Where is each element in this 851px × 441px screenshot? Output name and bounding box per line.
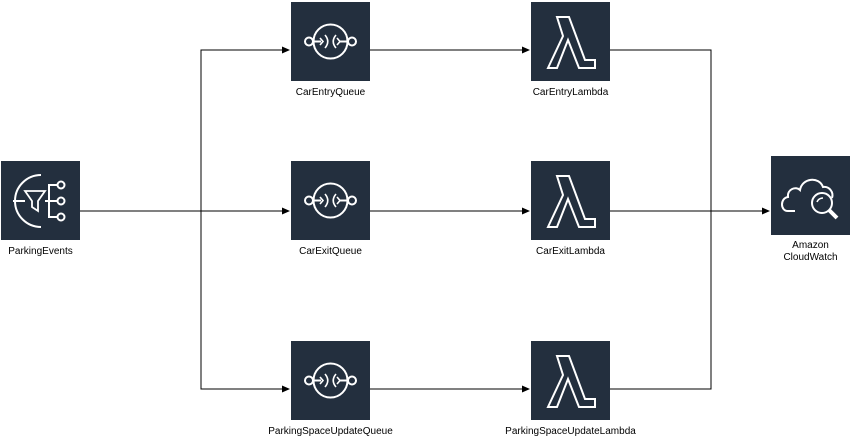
parking-space-update-lambda-node[interactable]	[531, 341, 610, 420]
lambda-icon	[546, 355, 596, 408]
cloudwatch-label-line1: Amazon	[792, 240, 829, 251]
car-entry-lambda-label: CarEntryLambda	[532, 87, 609, 98]
car-entry-queue-label: CarEntryQueue	[295, 87, 366, 98]
cloudwatch-label: Amazon CloudWatch	[740, 240, 851, 264]
car-exit-lambda-label: CarExitLambda	[536, 246, 605, 257]
edge-carentrylambda-to-cloudwatch	[610, 49, 712, 211]
cloudwatch-node[interactable]	[771, 156, 850, 235]
parking-space-update-queue-label: ParkingSpaceUpdateQueue	[268, 426, 393, 437]
parking-space-update-queue-node[interactable]	[291, 341, 370, 420]
car-entry-queue-node[interactable]	[291, 2, 370, 81]
car-exit-lambda-node[interactable]	[531, 161, 610, 240]
parking-events-label: ParkingEvents	[8, 246, 73, 257]
sns-filter-icon	[13, 174, 66, 228]
lambda-icon	[546, 175, 596, 228]
sqs-queue-icon	[304, 182, 357, 219]
car-entry-lambda-node[interactable]	[531, 2, 610, 81]
parking-space-update-lambda-label: ParkingSpaceUpdateLambda	[505, 426, 636, 437]
sqs-queue-icon	[304, 362, 357, 399]
edge-parkingevents-to-carentryqueue	[80, 46, 290, 212]
car-exit-queue-node[interactable]	[291, 161, 370, 240]
cloudwatch-label-line2: CloudWatch	[783, 252, 838, 263]
cloudwatch-icon	[781, 178, 839, 220]
lambda-icon	[546, 16, 596, 69]
parking-events-node[interactable]	[1, 161, 80, 240]
car-exit-queue-label: CarExitQueue	[299, 246, 362, 257]
edge-parkingevents-to-parkingspaceupdatequeue	[200, 211, 290, 393]
sqs-queue-icon	[304, 23, 357, 60]
edge-parkingspaceupdatelambda-to-cloudwatch	[610, 211, 712, 390]
